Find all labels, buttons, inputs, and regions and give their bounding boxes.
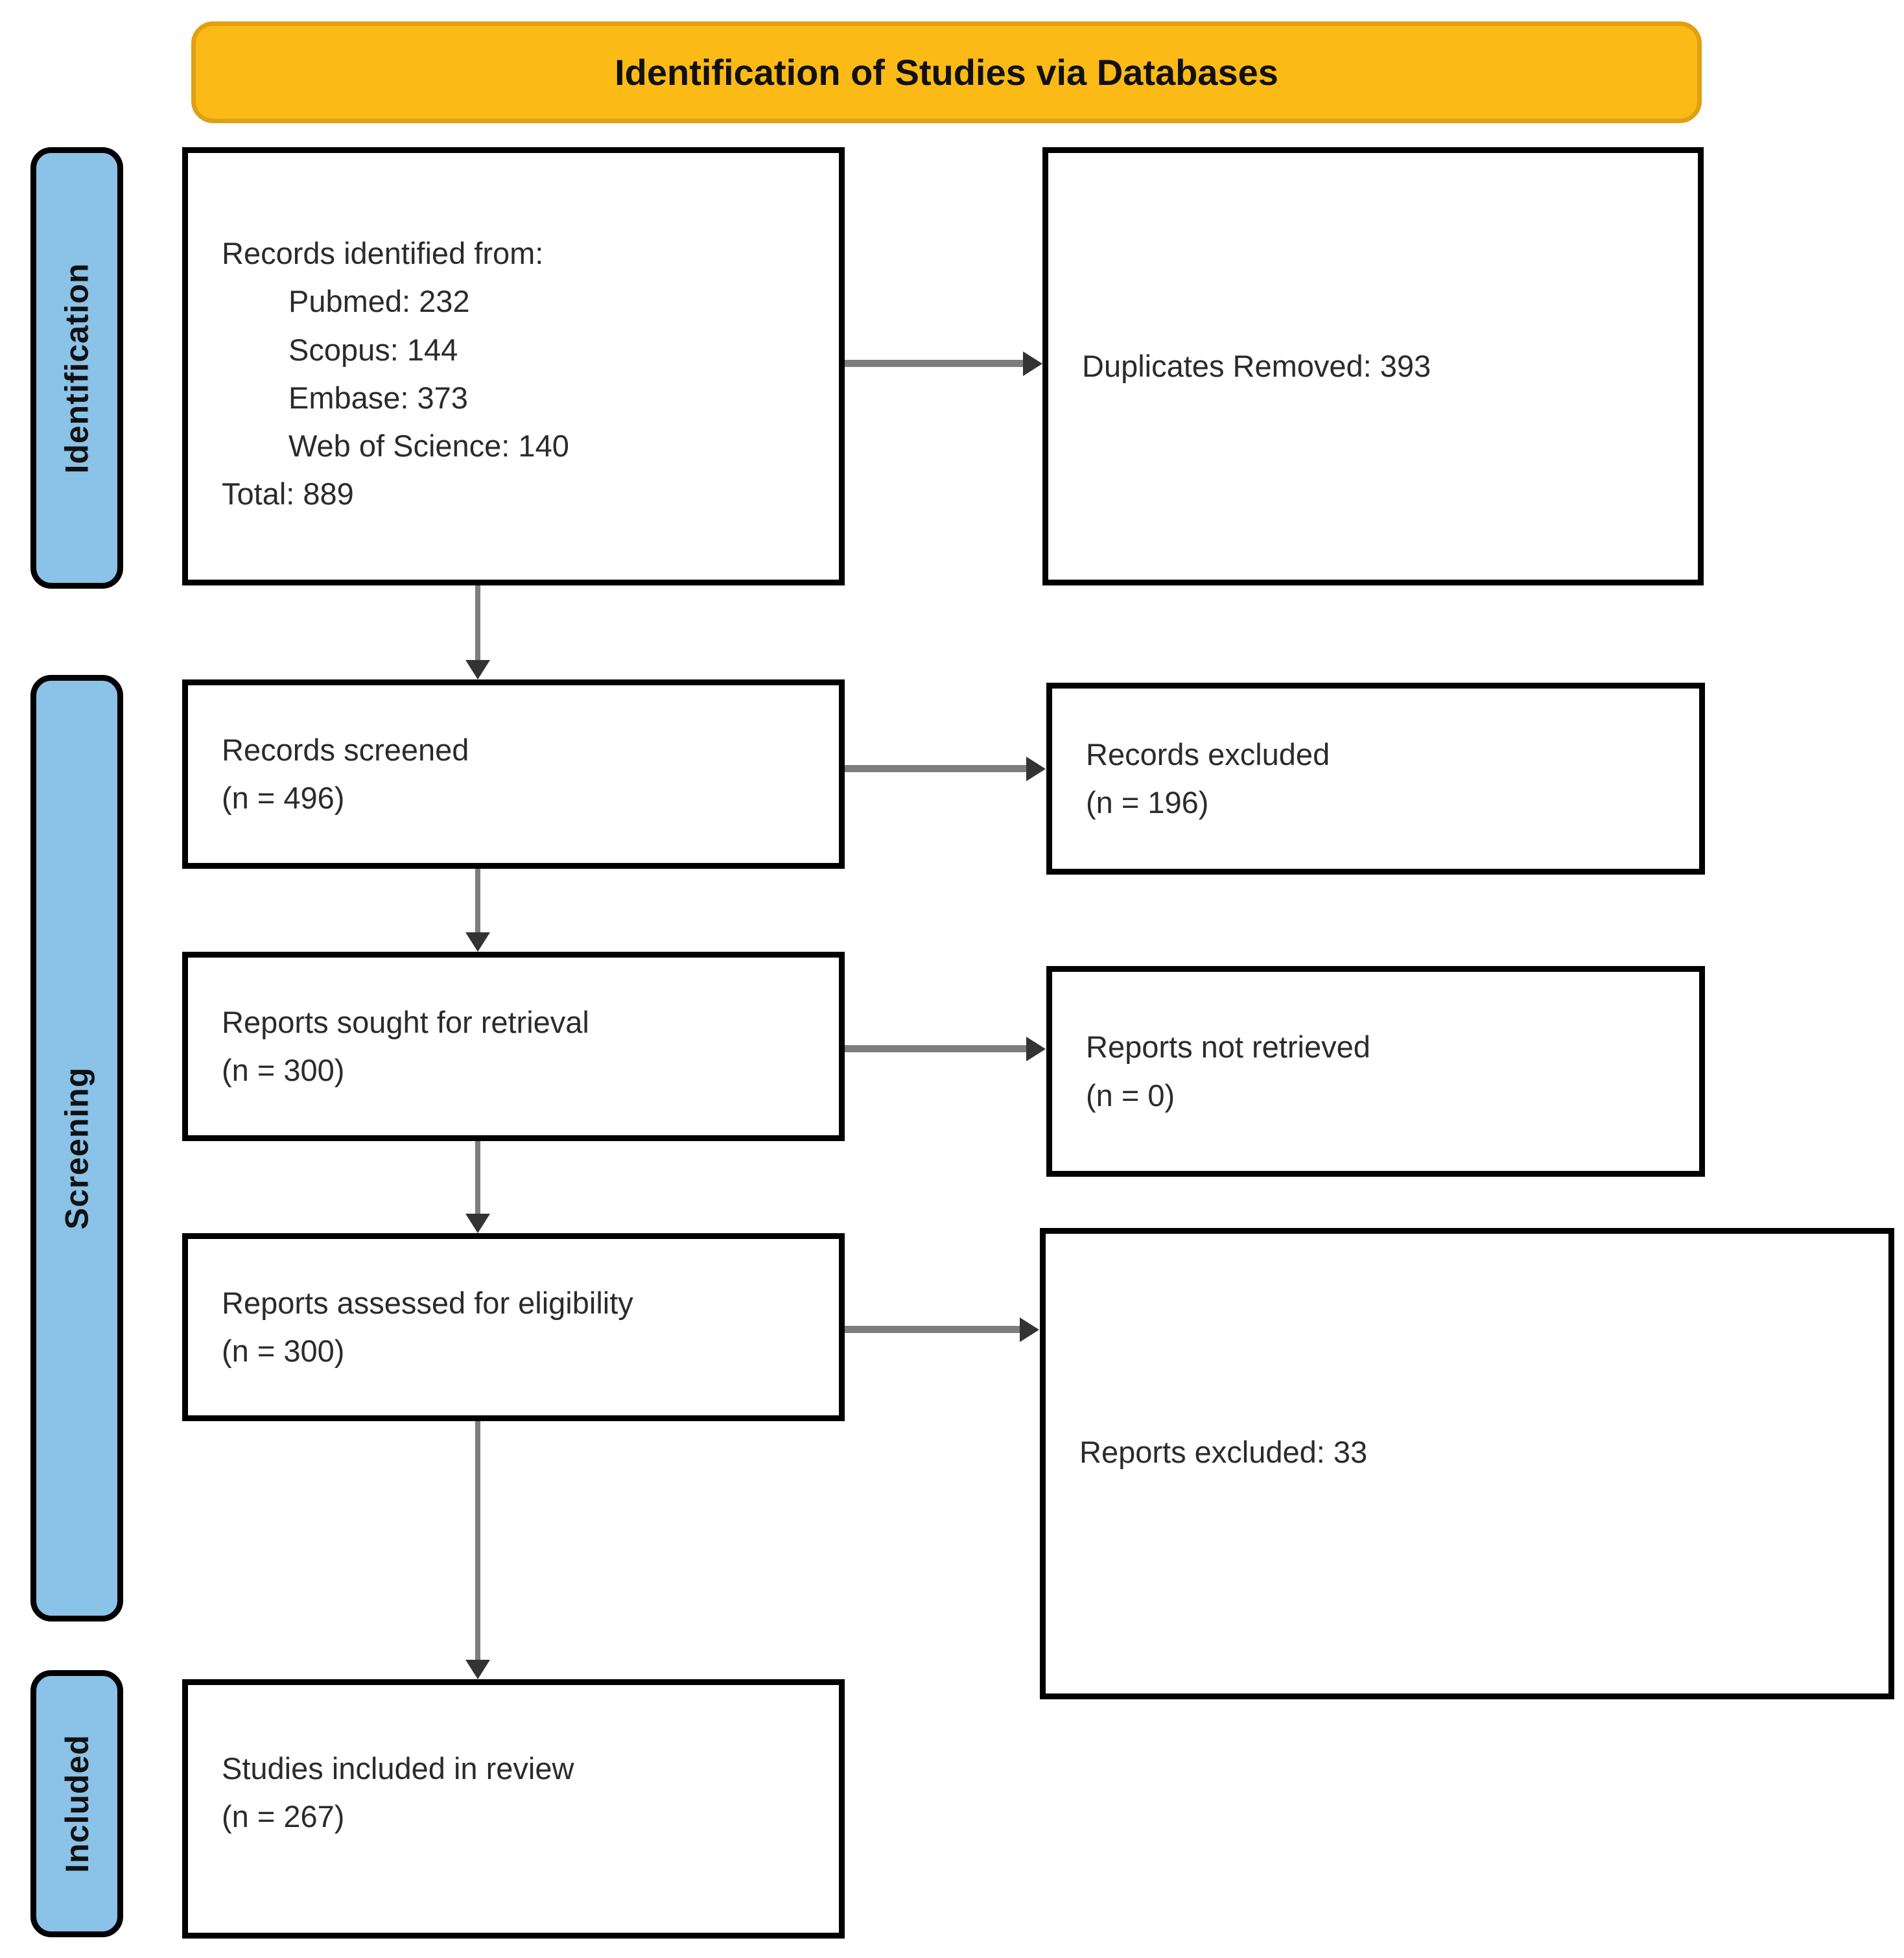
arrow-sought-to-not-retrieved xyxy=(845,1036,1046,1061)
reports-not-retrieved-line1: Reports not retrieved xyxy=(1086,1030,1370,1065)
reports-excluded-text: Reports excluded: 33 xyxy=(1079,1435,1368,1469)
arrow-screened-to-sought xyxy=(465,869,490,952)
reports-excluded-box: Reports excluded: 33 xyxy=(1040,1228,1894,1699)
records-identified-heading: Records identified from: xyxy=(222,236,544,270)
records-identified-source: Pubmed: 232 xyxy=(288,284,470,319)
records-screened-box: Records screened (n = 496) xyxy=(182,679,845,869)
studies-included-line1: Studies included in review xyxy=(222,1751,574,1786)
stage-included: Included xyxy=(30,1670,123,1937)
diagram-title: Identification of Studies via Databases xyxy=(615,52,1278,93)
records-identified-box: Records identified from: Pubmed: 232 Sco… xyxy=(182,147,845,585)
records-identified-source: Scopus: 144 xyxy=(288,332,458,367)
stage-identification-label: Identification xyxy=(58,262,95,474)
arrow-identified-to-duplicates xyxy=(845,351,1042,376)
stage-screening: Screening xyxy=(30,675,123,1622)
reports-assessed-line2: (n = 300) xyxy=(222,1334,345,1368)
records-identified-source: Web of Science: 140 xyxy=(288,429,569,463)
records-screened-line2: (n = 496) xyxy=(222,781,345,815)
studies-included-line2: (n = 267) xyxy=(222,1799,345,1834)
arrow-identified-to-screened xyxy=(465,585,490,679)
records-identified-source: Embase: 373 xyxy=(288,380,468,415)
duplicates-removed-box: Duplicates Removed: 393 xyxy=(1042,147,1704,585)
records-excluded-line2: (n = 196) xyxy=(1086,785,1209,820)
duplicates-removed-text: Duplicates Removed: 393 xyxy=(1082,348,1431,383)
records-identified-total: Total: 889 xyxy=(222,477,354,512)
records-excluded-line1: Records excluded xyxy=(1086,737,1330,772)
reports-assessed-box: Reports assessed for eligibility (n = 30… xyxy=(182,1233,845,1421)
studies-included-box: Studies included in review (n = 267) xyxy=(182,1679,845,1939)
records-screened-line1: Records screened xyxy=(222,732,469,767)
reports-sought-box: Reports sought for retrieval (n = 300) xyxy=(182,952,845,1141)
arrow-screened-to-excluded xyxy=(845,756,1046,781)
reports-assessed-line1: Reports assessed for eligibility xyxy=(222,1285,633,1320)
records-excluded-box: Records excluded (n = 196) xyxy=(1046,683,1705,875)
stage-screening-label: Screening xyxy=(58,1067,95,1230)
reports-sought-line1: Reports sought for retrieval xyxy=(222,1004,589,1039)
reports-not-retrieved-line2: (n = 0) xyxy=(1086,1078,1175,1113)
arrow-sought-to-assessed xyxy=(465,1141,490,1233)
arrow-assessed-to-reports-excluded xyxy=(845,1317,1039,1342)
reports-sought-line2: (n = 300) xyxy=(222,1053,345,1087)
title-banner: Identification of Studies via Databases xyxy=(191,21,1702,123)
arrow-assessed-to-included xyxy=(465,1421,490,1679)
reports-not-retrieved-box: Reports not retrieved (n = 0) xyxy=(1046,966,1705,1177)
stage-included-label: Included xyxy=(58,1734,95,1873)
stage-identification: Identification xyxy=(30,147,123,589)
